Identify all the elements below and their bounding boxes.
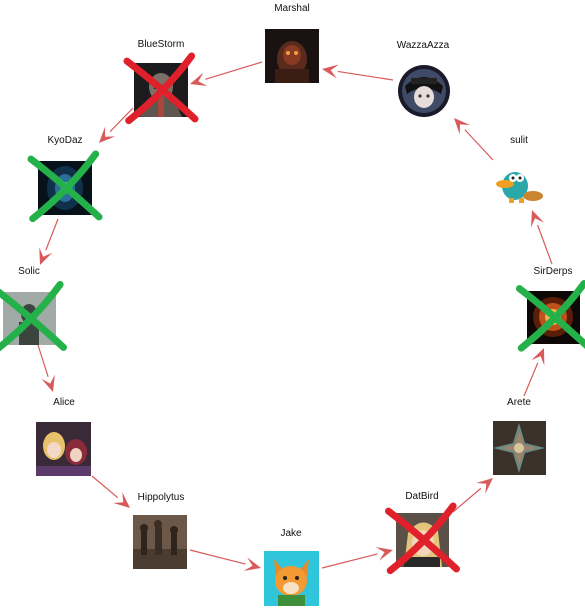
player-name-jake: Jake: [280, 528, 302, 539]
player-name-sirderps: SirDerps: [533, 266, 573, 277]
player-name-datbird: DatBird: [405, 491, 439, 502]
player-name-alice: Alice: [53, 397, 75, 408]
arrow-sulit-to-wazzaazza: [454, 118, 494, 161]
arrow-hippolytus-to-jake: [189, 549, 261, 571]
blue-glow-icon: [38, 161, 92, 215]
arrow-alice-to-hippolytus: [91, 475, 130, 508]
anime-group-icon: [36, 422, 91, 476]
player-name-wazzaazza: WazzaAzza: [396, 40, 450, 51]
player-name-hippolytus: Hippolytus: [137, 492, 185, 503]
fiery-orb-icon: [527, 291, 580, 344]
player-name-marshal: Marshal: [274, 3, 310, 14]
arrow-marshal-to-bluestorm: [190, 61, 263, 86]
arrow-sirderps-to-sulit: [531, 210, 553, 265]
grey-figure-icon: [3, 292, 56, 345]
orange-fox-icon: [264, 551, 319, 606]
arrow-datbird-to-arete: [452, 478, 493, 513]
arrow-bluestorm-to-kyodaz: [99, 107, 134, 143]
arrow-solic-to-alice: [37, 344, 55, 392]
player-name-solic: Solic: [18, 266, 40, 277]
dark-portrait-icon: [265, 29, 319, 83]
arrow-arete-to-sirderps: [523, 348, 545, 397]
armored-knight-icon: [134, 63, 188, 117]
player-name-bluestorm: BlueStorm: [137, 39, 185, 50]
player-name-kyodaz: KyoDaz: [47, 135, 83, 146]
arrow-jake-to-datbird: [321, 547, 393, 569]
blonde-portrait-icon: [396, 513, 449, 567]
platypus-icon: [493, 162, 545, 204]
battle-scene-icon: [133, 515, 187, 569]
arrow-kyodaz-to-solic: [39, 218, 59, 265]
player-name-arete: Arete: [507, 397, 531, 408]
kaleidoscope-icon: [493, 421, 546, 475]
round-anime-portrait-icon: [397, 64, 451, 118]
player-name-sulit: sulit: [510, 135, 528, 146]
arrow-wazzaazza-to-marshal: [322, 64, 394, 81]
